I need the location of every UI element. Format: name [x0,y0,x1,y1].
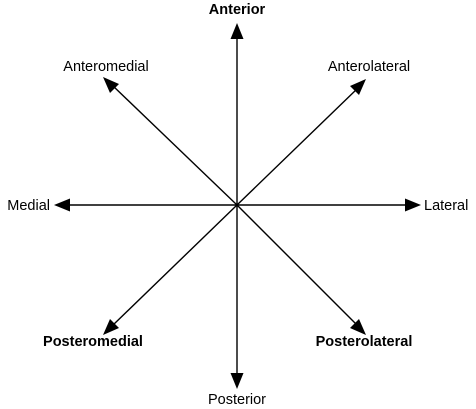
anteromedial-arrow-line [111,84,238,206]
anterolateral-arrowhead-icon [350,79,366,95]
anteromedial-arrowhead-icon [103,77,119,93]
posterolateral-label: Posterolateral [316,334,413,350]
medial-arrowhead-icon [54,198,70,212]
posterior-arrowhead-icon [230,373,244,389]
posterolateral-arrow-line [236,204,359,327]
lateral-arrowhead-icon [405,198,421,212]
anteromedial-label: Anteromedial [63,59,148,75]
posteromedial-arrow-line [111,204,238,327]
posterior-label: Posterior [208,392,266,408]
anterior-label: Anterior [209,2,266,18]
anterior-arrowhead-icon [230,23,244,39]
medial-label: Medial [7,198,50,214]
anterolateral-label: Anterolateral [328,59,410,75]
lateral-label: Lateral [424,198,468,214]
posteromedial-label: Posteromedial [43,334,143,350]
posteromedial-arrowhead-icon [103,319,119,335]
anterolateral-arrow-line [236,87,359,206]
posterolateral-arrowhead-icon [350,319,366,335]
